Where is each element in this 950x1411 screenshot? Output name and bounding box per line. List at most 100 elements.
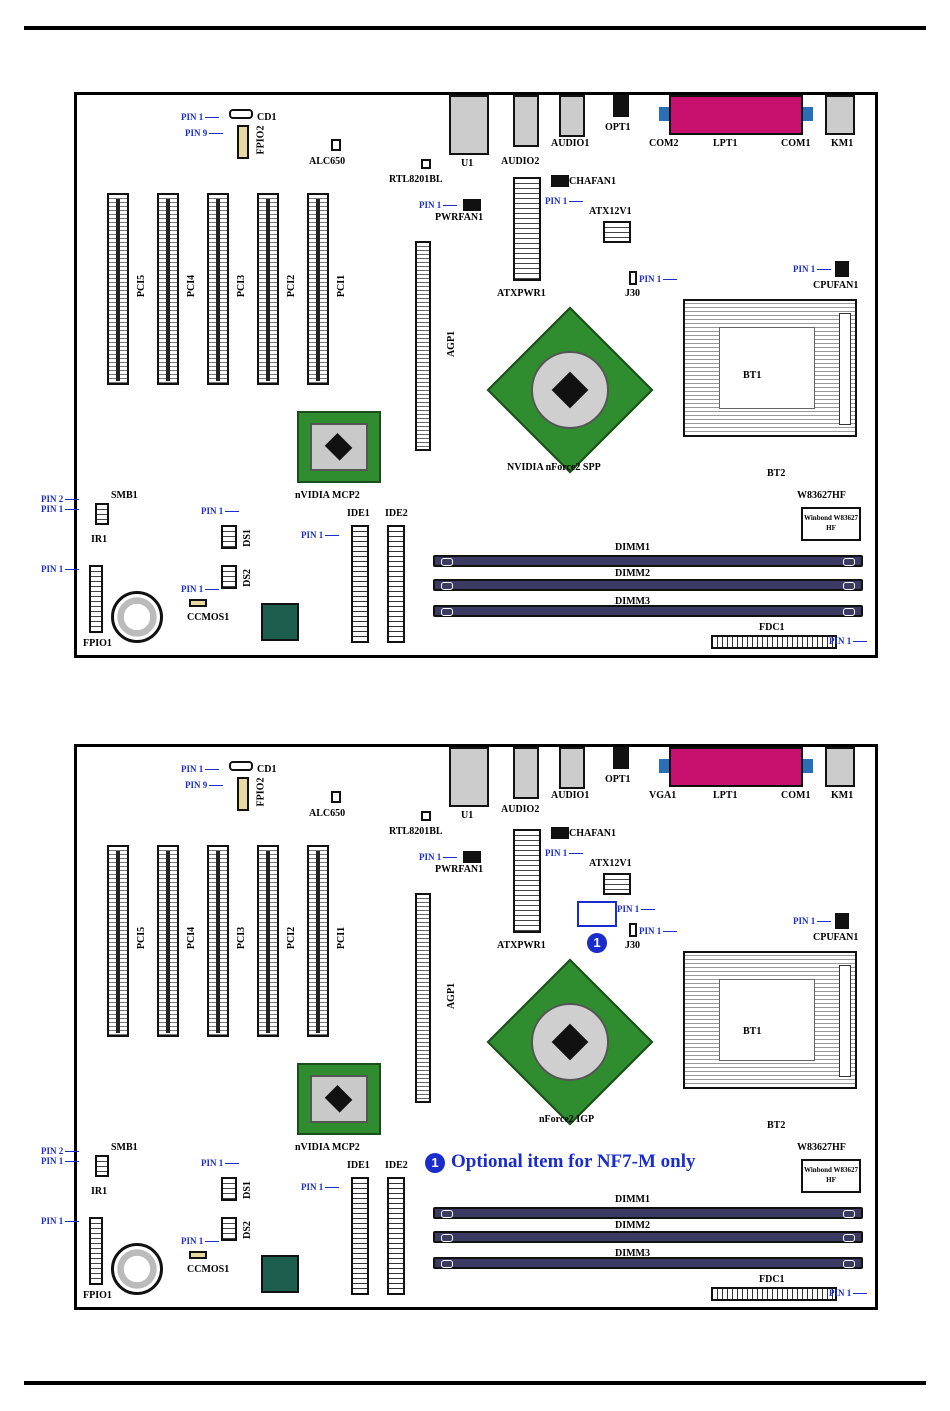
- fpio2-header: [237, 125, 249, 159]
- atxpwr1-label: ATXPWR1: [497, 288, 546, 299]
- optional-marker: 1: [425, 1153, 445, 1173]
- pin-label: PIN 1: [181, 765, 219, 774]
- lpt1-port: [659, 747, 813, 787]
- fdc1-connector: [711, 1287, 837, 1301]
- ds1-header: [221, 1177, 237, 1201]
- opt1-label: OPT1: [605, 122, 631, 133]
- fdc1-label: FDC1: [759, 1274, 785, 1285]
- pwrfan1-label: PWRFAN1: [435, 212, 484, 223]
- pci2-slot: [257, 845, 279, 1037]
- agp1-label: AGP1: [446, 982, 458, 1010]
- dimm2-slot: [433, 1231, 863, 1243]
- pci4-label: PCI4: [186, 926, 198, 950]
- dimm1-label: DIMM1: [615, 1194, 650, 1205]
- chassis-fan-connector: [551, 827, 569, 839]
- alc650-label: ALC650: [309, 156, 346, 167]
- motherboard-layout-2: PIN 1 PIN 9 CD1 FPIO2 ALC650 U1 AUDIO2 A…: [41, 744, 878, 1310]
- cpu-fan-connector: [835, 261, 849, 277]
- pci2-label: PCI2: [286, 274, 298, 298]
- optical-port: [613, 95, 629, 117]
- pci5-label: PCI5: [136, 926, 148, 950]
- winbond-label: W83627HF: [797, 490, 846, 501]
- fdc1-label: FDC1: [759, 622, 785, 633]
- rtl8201-chip: [421, 159, 431, 169]
- audio2-label: AUDIO2: [501, 156, 540, 167]
- optional-note: Optional item for NF7-M only: [451, 1151, 696, 1172]
- ccmos-jumper: [189, 1251, 207, 1259]
- fpio2-label: FPIO2: [255, 125, 267, 155]
- ds1-label: DS1: [241, 1181, 253, 1199]
- agp-slot: [415, 893, 431, 1103]
- cmos-battery: [111, 1243, 163, 1295]
- smb1-header: [95, 503, 109, 525]
- audio1-port: [559, 95, 585, 137]
- km1-label: KM1: [831, 138, 854, 149]
- pin-label: PIN 1: [181, 585, 219, 594]
- alc650-chip: [331, 139, 341, 151]
- motherboard-layout-1: PIN 1 PIN 9 CD1 FPIO2 ALC650 U1 AUDIO2 A…: [41, 92, 878, 658]
- ccmos1-label: CCMOS1: [187, 612, 230, 623]
- km1-label: KM1: [831, 790, 854, 801]
- pin-label: PIN 1: [793, 265, 831, 274]
- pin-label: PIN 1: [301, 1183, 339, 1192]
- cpufan1-label: CPUFAN1: [813, 932, 859, 943]
- power-fan-connector: [463, 851, 481, 863]
- dimm3-label: DIMM3: [615, 596, 650, 607]
- fpio2-header: [237, 777, 249, 811]
- cd1-connector: [229, 109, 253, 119]
- smb1-header: [95, 1155, 109, 1177]
- fpio1-label: FPIO1: [83, 638, 112, 649]
- dimm3-slot: [433, 1257, 863, 1269]
- pci2-slot: [257, 193, 279, 385]
- pci5-label: PCI5: [136, 274, 148, 298]
- ps2-port: [825, 95, 855, 135]
- pin-label: PIN 1: [545, 849, 583, 858]
- u1-label: U1: [461, 158, 474, 169]
- cd1-label: CD1: [257, 112, 277, 123]
- pwrfan1-label: PWRFAN1: [435, 864, 484, 875]
- lpt1-label: LPT1: [713, 138, 738, 149]
- mcp-label: nVIDIA MCP2: [295, 1142, 360, 1153]
- pci1-label: PCI1: [336, 274, 348, 298]
- atxpwr1-label: ATXPWR1: [497, 940, 546, 951]
- pin-label: PIN 1: [301, 531, 339, 540]
- northbridge-chip: [486, 306, 654, 474]
- bt1-label: BT1: [743, 1026, 762, 1037]
- chafan1-label: CHAFAN1: [569, 828, 617, 839]
- pci3-label: PCI3: [236, 274, 248, 298]
- pin-label: PIN 1: [829, 1289, 867, 1298]
- pin-label: PIN 1: [181, 1237, 219, 1246]
- u1-label: U1: [461, 810, 474, 821]
- optical-port: [613, 747, 629, 769]
- ccmos-jumper: [189, 599, 207, 607]
- pin-label: PIN 1: [181, 113, 219, 122]
- pci3-slot: [207, 193, 229, 385]
- northbridge-label: nForce2 IGP: [539, 1114, 595, 1125]
- pin-label: PIN 2: [41, 1147, 79, 1156]
- pin-label: PIN 1: [201, 1159, 239, 1168]
- dimm1-label: DIMM1: [615, 542, 650, 553]
- atx-power-connector: [513, 829, 541, 933]
- pci1-label: PCI1: [336, 926, 348, 950]
- com1-label: COM1: [781, 790, 811, 801]
- rtl8201-chip: [421, 811, 431, 821]
- io-chip: [261, 1255, 299, 1293]
- cpufan1-label: CPUFAN1: [813, 280, 859, 291]
- dimm2-label: DIMM2: [615, 568, 650, 579]
- lpt1-label: LPT1: [713, 790, 738, 801]
- agp1-label: AGP1: [446, 330, 458, 358]
- pin-label: PIN 1: [639, 275, 677, 284]
- ir1-label: IR1: [91, 534, 108, 545]
- ds2-header: [221, 1217, 237, 1241]
- audio2-port: [513, 747, 539, 799]
- atx12v-connector: [603, 873, 631, 895]
- pin-label: PIN 1: [41, 1157, 79, 1166]
- pin-label: PIN 1: [639, 927, 677, 936]
- audio1-label: AUDIO1: [551, 790, 590, 801]
- cmos-battery: [111, 591, 163, 643]
- dimm3-slot: [433, 605, 863, 617]
- alc650-chip: [331, 791, 341, 803]
- ide1-connector: [351, 1177, 369, 1295]
- atx-power-connector: [513, 177, 541, 281]
- ps2-port: [825, 747, 855, 787]
